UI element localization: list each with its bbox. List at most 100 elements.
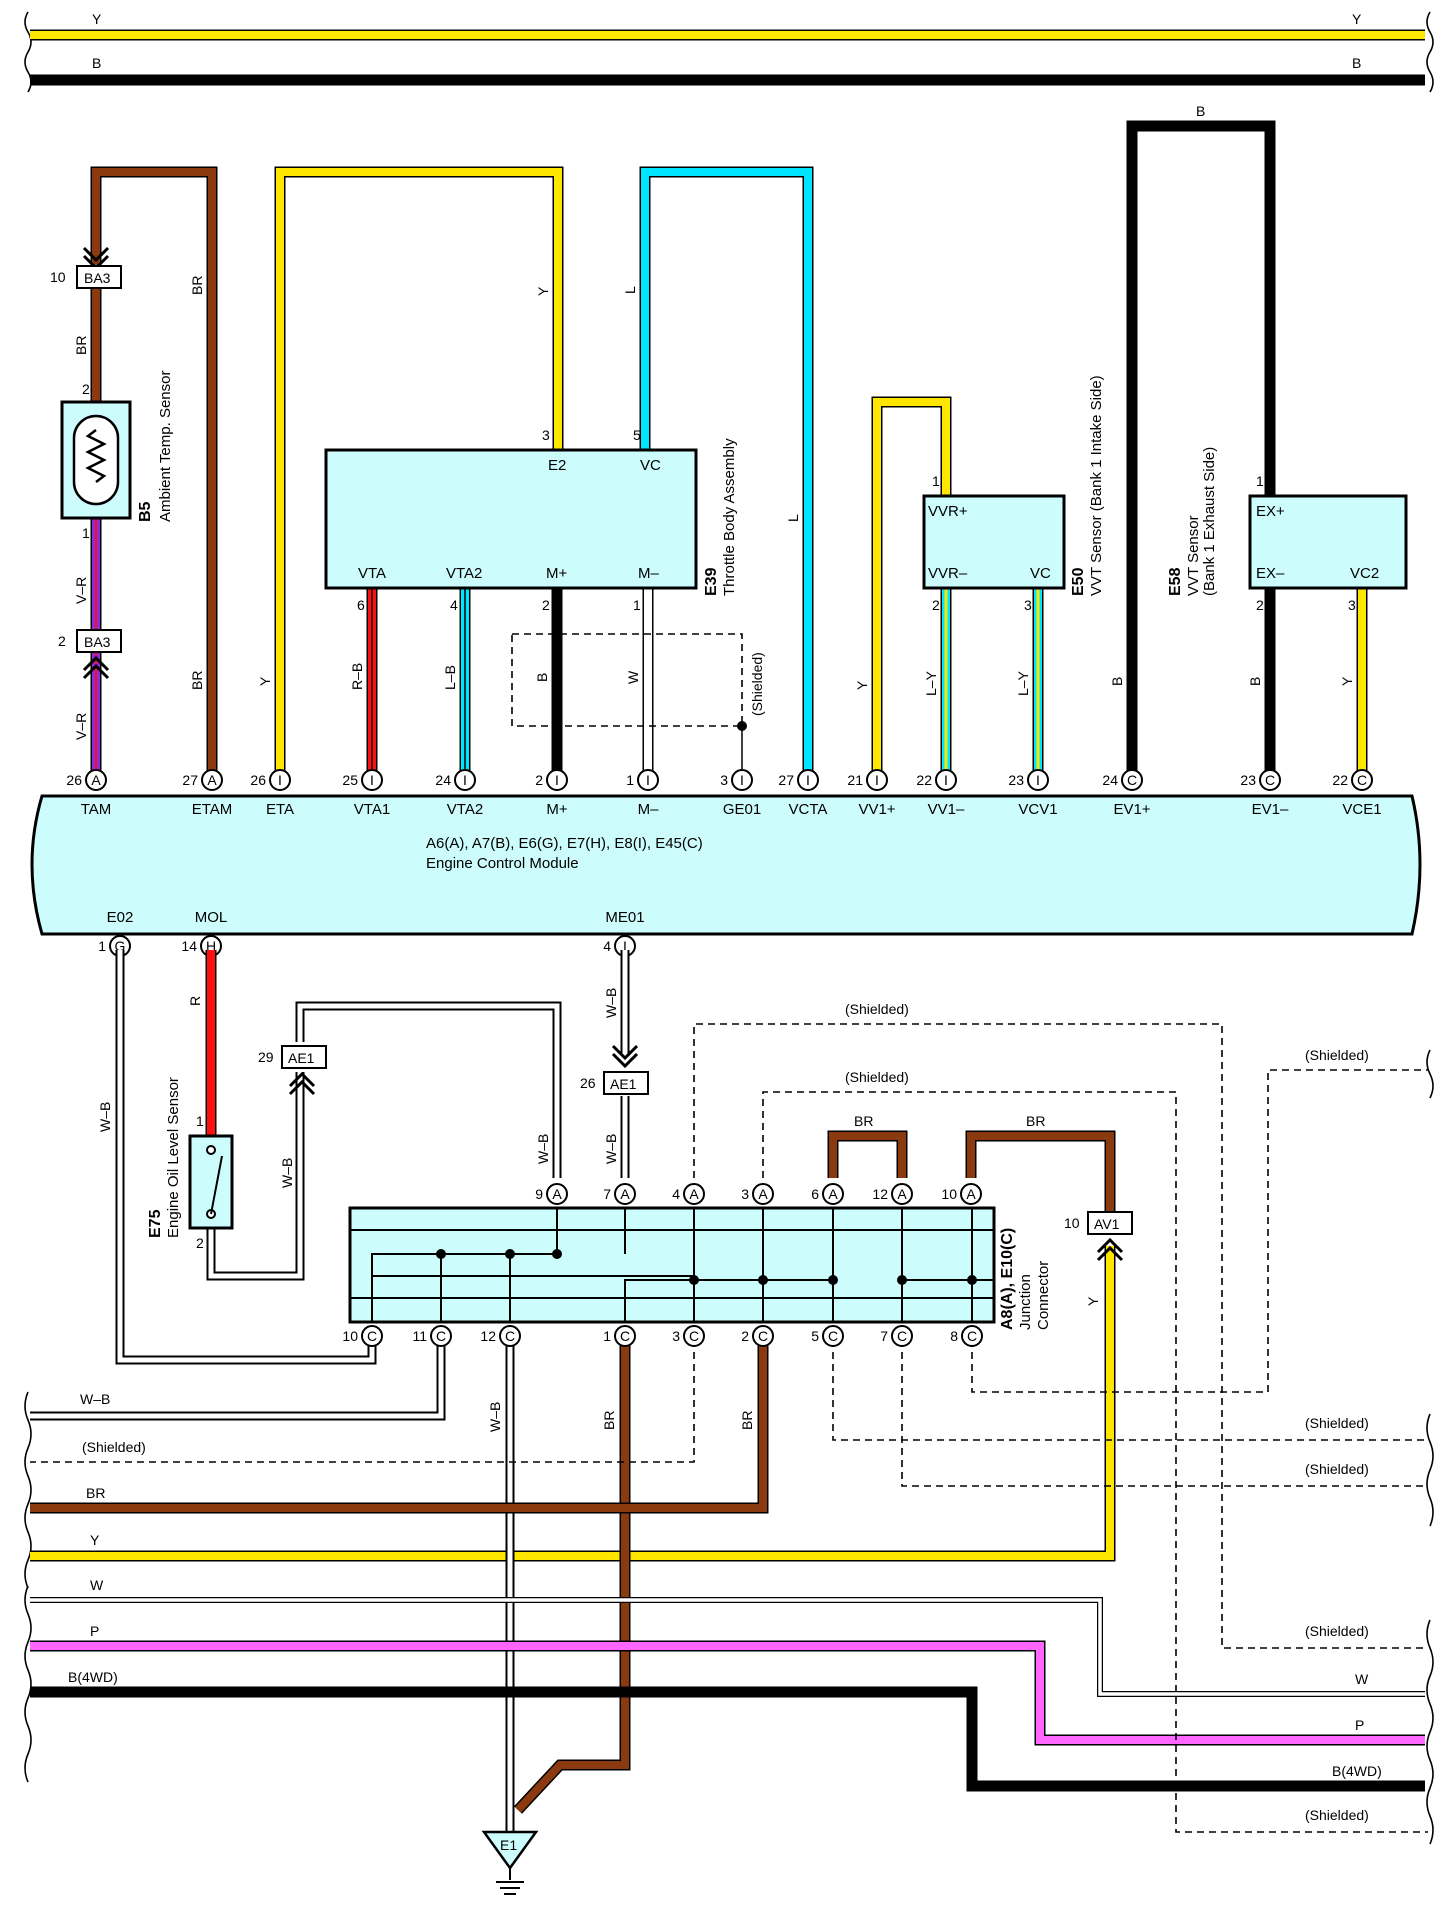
wire-label-br-etam-1: BR	[189, 276, 205, 295]
wire-label-br-b5: BR	[73, 336, 89, 355]
wire-label-l-vc: L	[622, 286, 638, 294]
ae1-26-label: AE1	[610, 1076, 637, 1092]
wire-label-wb-7a: W–B	[603, 1134, 619, 1164]
jc-id: A8(A), E10(C)	[999, 1228, 1016, 1330]
wire-label-y-right: Y	[1352, 11, 1362, 27]
terminal-12C: C12	[480, 1325, 521, 1347]
ba3-bottom-label: BA3	[84, 634, 111, 650]
switch-icon	[210, 1155, 223, 1215]
wire-label-b-ev1p: B	[1109, 677, 1125, 686]
wire-label-y-e2: Y	[535, 286, 551, 296]
terminal-connector-letter: I	[370, 772, 374, 788]
terminal-pin-number: 9	[535, 1186, 543, 1202]
engine-control-module: A6(A), A7(B), E6(G), E7(H), E8(I), E45(C…	[30, 794, 1422, 936]
wire-label-y-vv1p: Y	[854, 680, 870, 690]
terminal-pin-number: 24	[435, 772, 451, 788]
b5-pin-top: 2	[82, 381, 90, 397]
terminal-pin-number: 4	[603, 938, 611, 954]
terminal-connector-letter: C	[436, 1328, 446, 1344]
terminal-pin-number: 23	[1240, 772, 1256, 788]
terminal-name: E02	[107, 909, 134, 926]
terminal-name: EV1+	[1113, 801, 1150, 818]
shielded-label-1: (Shielded)	[845, 1001, 909, 1017]
thermistor-icon	[85, 429, 107, 483]
terminal-name: GE01	[723, 801, 761, 818]
ae1-29-connector: AE1 29	[258, 1045, 327, 1096]
ae1-29-pin: 29	[258, 1049, 274, 1065]
terminal-pin-number: 7	[880, 1328, 888, 1344]
terminal-name: VTA1	[354, 801, 390, 818]
e75-oil-level-sensor: 1 2 E75 Engine Oil Level Sensor	[147, 1077, 234, 1251]
terminal-connector-letter: I	[463, 772, 467, 788]
wire-label-lb: L–B	[442, 665, 458, 690]
terminal-10C: C10	[342, 1325, 383, 1347]
wire-label-r-mol: R	[187, 996, 203, 1006]
e50-num-vvrp: 1	[932, 473, 940, 489]
terminal-connector-letter: I	[1036, 772, 1040, 788]
jc-line2: Junction	[1017, 1274, 1034, 1330]
terminal-connector-letter: A	[207, 772, 217, 788]
terminal-connector-letter: I	[555, 772, 559, 788]
e58-num-exp: 1	[1256, 473, 1264, 489]
terminal-pin-number: 21	[847, 772, 863, 788]
wire-label-b-mp: B	[534, 673, 550, 682]
wire-label-br-loop2: BR	[1026, 1113, 1045, 1129]
e39-num-vta2: 4	[450, 597, 458, 613]
wire-label-y-vce1: Y	[1339, 676, 1355, 686]
e58-num-vc2: 3	[1348, 597, 1356, 613]
wire-label-wb-me01: W–B	[603, 988, 619, 1018]
terminal-12A: A12	[872, 1183, 913, 1205]
terminal-connector-letter: C	[1357, 772, 1367, 788]
terminal-pin-number: 2	[535, 772, 543, 788]
terminal-pin-number: 1	[98, 938, 106, 954]
terminal-pin-number: 1	[626, 772, 634, 788]
terminal-pin-number: 10	[941, 1186, 957, 1202]
ba3-top-connector: BA3 10	[50, 246, 122, 289]
terminal-pin-number: 27	[182, 772, 198, 788]
e75-name: Engine Oil Level Sensor	[165, 1077, 182, 1238]
terminal-connector-letter: I	[875, 772, 879, 788]
e58-wires	[1126, 120, 1368, 780]
ba3-top-label: BA3	[84, 270, 111, 286]
terminal-connector-letter: A	[897, 1186, 907, 1202]
b5-ambient-temp-sensor: 2 1 B5 Ambient Temp. Sensor	[60, 371, 174, 541]
wire-label-br-loop1: BR	[854, 1113, 873, 1129]
wire-label-wb-left: W–B	[80, 1391, 110, 1407]
e58-pin-exm: EX–	[1256, 565, 1285, 582]
terminal-pin-number: 27	[778, 772, 794, 788]
e50-id: E50	[1070, 567, 1087, 596]
e50-wires	[871, 396, 1044, 780]
e39-num-e2: 3	[542, 427, 550, 443]
terminal-pin-number: 2	[741, 1328, 749, 1344]
ba3-top-pin: 10	[50, 269, 66, 285]
ecm-top-terminals: A26TAMA27ETAMI26ETAI25VTA1I24VTA2I2M+I1M…	[66, 769, 1382, 818]
wire-label-ly-1: L–Y	[923, 670, 939, 696]
b5-id: B5	[137, 501, 154, 522]
terminal-3A: A3	[741, 1183, 774, 1205]
terminal-connector-letter: A	[828, 1186, 838, 1202]
e39-pin-vta: VTA	[358, 565, 386, 582]
terminal-connector-letter: A	[966, 1186, 976, 1202]
terminal-connector-letter: I	[278, 772, 282, 788]
e58-vvt-sensor-exhaust: EX+ EX– VC2 1 2 3 E58 VVT Sensor (Bank 1…	[1167, 447, 1408, 613]
shielded-label-2: (Shielded)	[845, 1069, 909, 1085]
lower-wire-labels: W–B R W–B W–B W–B W–B BR BR Y W–B W–B BR…	[68, 988, 1382, 1779]
e39-pin-vta2: VTA2	[446, 565, 482, 582]
b5-pin-bottom: 1	[82, 525, 90, 541]
e58-name1: VVT Sensor	[1185, 515, 1202, 596]
e58-pin-vc2: VC2	[1350, 565, 1379, 582]
wire-label-wb-ground: W–B	[487, 1402, 503, 1432]
terminal-name: ME01	[605, 909, 644, 926]
terminal-pin-number: 10	[342, 1328, 358, 1344]
terminal-connector-letter: I	[944, 772, 948, 788]
terminal-name: VV1–	[928, 801, 965, 818]
terminal-connector-letter: C	[1265, 772, 1275, 788]
e39-wires	[274, 166, 814, 780]
e50-name: VVT Sensor (Bank 1 Intake Side)	[1088, 375, 1105, 596]
e39-pin-mp: M+	[546, 565, 567, 582]
